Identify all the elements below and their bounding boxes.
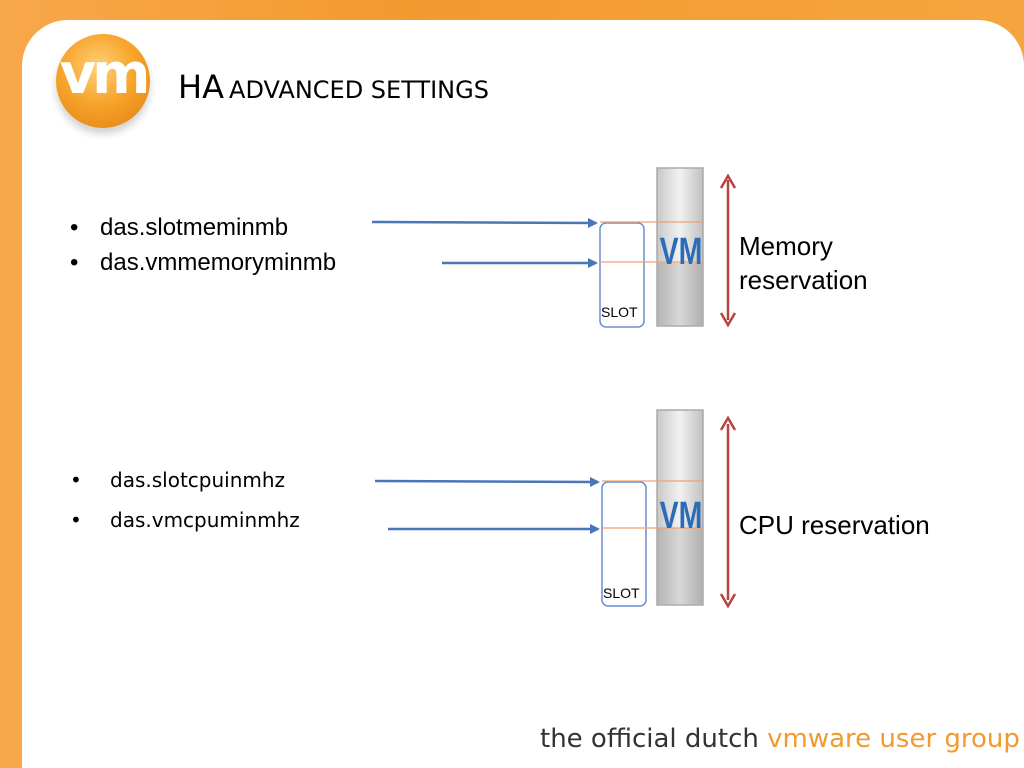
memory-slot-box (599, 222, 645, 328)
cpu-slot-label: SLOT (603, 585, 640, 601)
bullet-text: das.slotcpuinmhz (110, 468, 286, 492)
cpu-reservation-line-1: CPU reservation (739, 510, 930, 540)
cpu-diagram: VM (374, 409, 737, 609)
cpu-reservation-arrow-top (719, 415, 737, 431)
bullet-text: das.slotmeminmb (100, 214, 289, 241)
footer-tagline: the official dutch vmware user group (540, 724, 1020, 754)
cpu-slot-box (601, 481, 647, 607)
memory-vm-bar-lower (658, 263, 702, 325)
cpu-bullet-2: • das.vmcpuminmhz (70, 508, 300, 532)
memory-reservation-arrow-bottom (719, 312, 737, 328)
cpu-arrow-slotcpu (374, 476, 600, 487)
memory-reservation-label: Memory reservation (739, 229, 868, 297)
cpu-reservation-label: CPU reservation (739, 508, 930, 542)
memory-bullet-1: • das.slotmeminmb (70, 214, 288, 242)
memory-reservation-line-2: reservation (739, 265, 868, 295)
slide-canvas (22, 20, 1024, 768)
memory-bullet-2: • das.vmmemoryminmb (70, 249, 336, 277)
bullet-dot: • (70, 214, 79, 241)
memory-slot-label: SLOT (601, 304, 638, 320)
bullet-dot: • (70, 468, 82, 492)
bullet-dot: • (70, 249, 79, 276)
bullet-text: das.vmmemoryminmb (100, 249, 337, 276)
memory-arrow-slotmem (371, 217, 598, 228)
cpu-reservation-arrow-bottom (719, 593, 737, 609)
vmug-logo: vm (56, 34, 150, 128)
cpu-vm-bar-lower (658, 528, 702, 604)
bullet-text: das.vmcpuminmhz (110, 508, 300, 532)
memory-reservation-line-1: Memory (739, 231, 833, 261)
cpu-bullet-1: • das.slotcpuinmhz (70, 468, 285, 492)
cpu-vm-text: VM (660, 495, 703, 537)
title-rest: ADVANCED SETTINGS (229, 76, 489, 104)
bullet-dot: • (70, 508, 82, 532)
memory-reservation-arrow-top (719, 173, 737, 189)
memory-vm-text: VM (660, 231, 703, 273)
slide-title: HA ADVANCED SETTINGS (178, 68, 489, 106)
title-first-word: HA (178, 68, 224, 106)
memory-diagram: VM (371, 167, 737, 328)
logo-text: vm (59, 42, 151, 107)
footer-accent: vmware user group (767, 724, 1020, 754)
footer-prefix: the official dutch (540, 724, 759, 754)
